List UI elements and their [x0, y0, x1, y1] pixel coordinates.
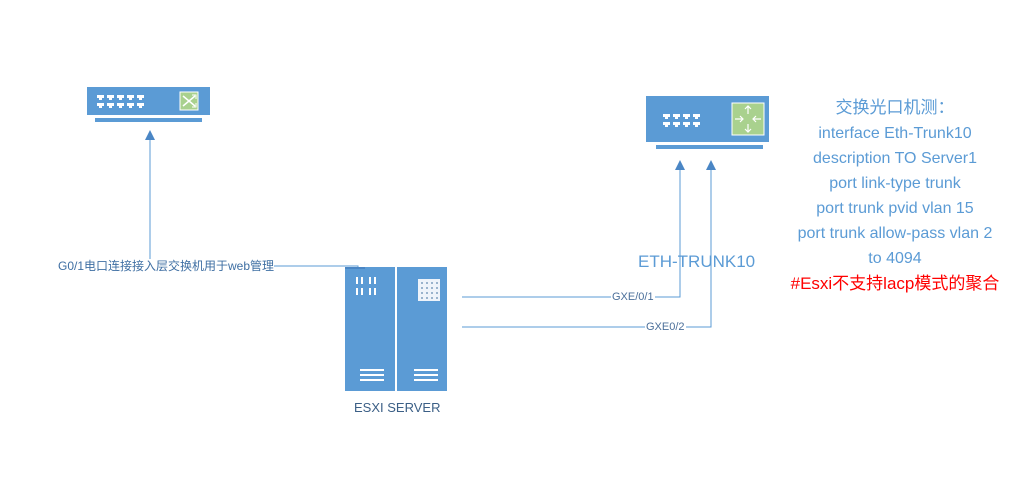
mgmt-link-line[interactable] [149, 138, 359, 268]
arrowhead-icon [675, 160, 685, 170]
router-switch-icon [731, 102, 765, 136]
esxi-server[interactable] [345, 267, 447, 391]
arrowhead-icon [145, 130, 155, 140]
access-switch[interactable] [87, 87, 210, 122]
config-line: port trunk allow-pass vlan 2 [797, 225, 993, 242]
panel-icon [418, 279, 440, 301]
mgmt-link-label: G0/1电口连接接入层交换机用于web管理 [58, 259, 275, 273]
config-line: description TO Server1 [813, 150, 977, 167]
config-warning: #Esxi不支持lacp模式的聚合 [790, 274, 1000, 293]
vent-icon [356, 277, 376, 295]
config-line: to 4094 [868, 250, 922, 267]
trunk-link-1-line[interactable] [462, 168, 681, 298]
eth-trunk-label: ETH-TRUNK10 [638, 252, 756, 271]
trunk-link-2-line[interactable] [462, 168, 712, 328]
server-label: ESXI SERVER [354, 400, 441, 415]
port-icons [97, 95, 144, 108]
config-title: 交换光口机测： [835, 98, 955, 118]
config-note: 交换光口机测： interface Eth-Trunk10 descriptio… [770, 96, 1020, 296]
switch-icon [179, 91, 199, 111]
core-switch[interactable] [646, 96, 769, 149]
trunk-link-2-label: GXE0/2 [645, 320, 686, 334]
arrowhead-icon [706, 160, 716, 170]
config-line: port link-type trunk [829, 175, 961, 192]
drive-bay-icon [360, 369, 438, 381]
config-line: port trunk pvid vlan 15 [816, 200, 974, 217]
config-line: interface Eth-Trunk10 [818, 125, 972, 142]
trunk-link-1-label: GXE/0/1 [611, 290, 655, 304]
port-icons [663, 114, 700, 127]
